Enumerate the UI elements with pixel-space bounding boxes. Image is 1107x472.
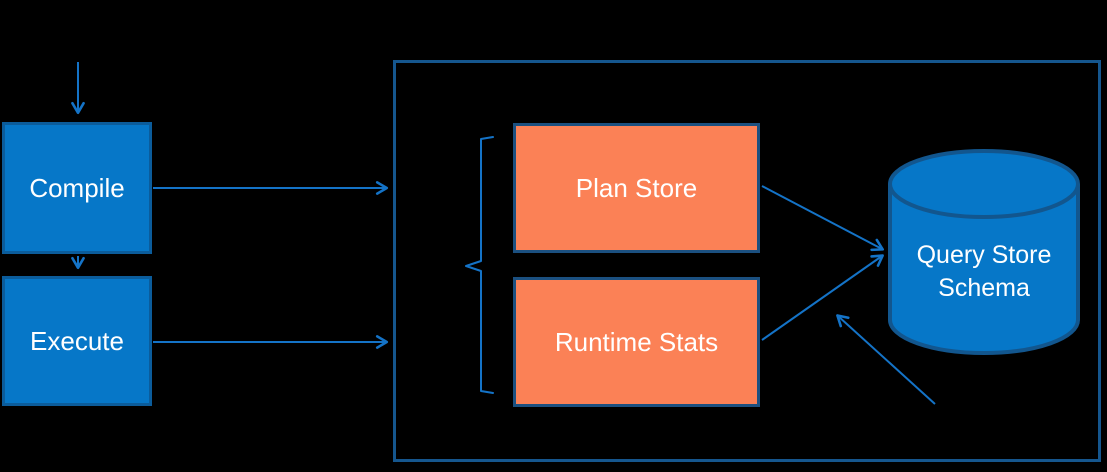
execute-node: Execute (2, 276, 152, 406)
group-brace (465, 136, 494, 394)
query-store-schema-label-line2: Schema (938, 274, 1030, 302)
execute-label: Execute (30, 325, 124, 356)
runtime-stats-node: Runtime Stats (513, 277, 760, 407)
compile-node: Compile (2, 122, 152, 254)
compile-label: Compile (29, 172, 125, 203)
arrow-plan-store-to-schema (761, 185, 884, 252)
query-store-schema-cylinder (888, 149, 1080, 355)
runtime-stats-label: Runtime Stats (554, 326, 719, 357)
arrow-runtime-stats-to-schema (761, 254, 884, 341)
plan-store-label: Plan Store (575, 172, 698, 203)
query-store-container-rect (393, 60, 1101, 462)
plan-store-node: Plan Store (513, 123, 760, 253)
query-store-schema-label: Query Store Schema (890, 239, 1078, 305)
query-store-schema-label-line1: Query Store (916, 241, 1052, 269)
arrow-bottomright-to-schema (836, 314, 936, 405)
